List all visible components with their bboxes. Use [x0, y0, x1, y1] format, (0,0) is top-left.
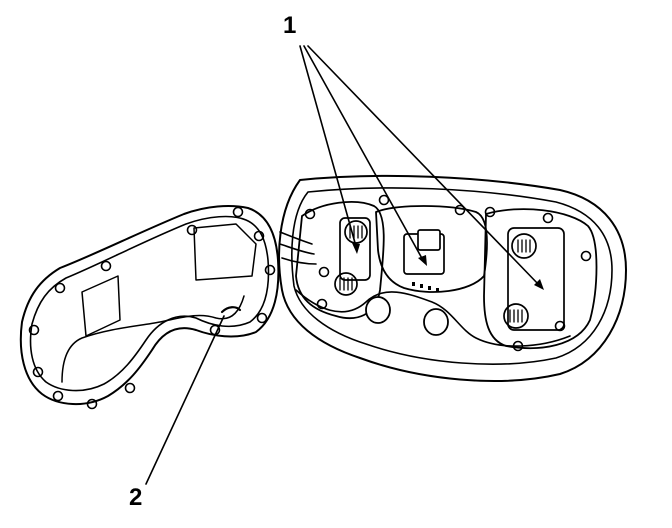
cover-panel [19, 205, 280, 410]
cover-outer-edge [19, 205, 280, 406]
leader-1b [303, 45, 425, 263]
housing-seal-line [295, 289, 571, 347]
leader-1c [307, 45, 541, 287]
bulb-ridges [339, 225, 531, 323]
contact-dots [412, 282, 439, 292]
housing-pegs [365, 296, 449, 336]
cover-label-patch-2 [81, 275, 121, 337]
housing-outer-edge [278, 174, 627, 382]
leader-lines [145, 45, 541, 485]
leader-arrows [352, 243, 544, 290]
left-lamp-compartment [295, 201, 385, 320]
leader-2 [145, 315, 225, 485]
wiring-harness [279, 231, 317, 265]
leader-1a [299, 45, 358, 251]
callout-label-2: 2 [129, 484, 143, 511]
housing-screw-holes [304, 194, 592, 352]
cover-screw-holes [28, 206, 276, 410]
lamp-housing [278, 174, 627, 382]
cover-inner-edge [29, 215, 270, 392]
cover-stiffener-rib [61, 295, 245, 383]
callout-label-1: 1 [283, 12, 297, 39]
housing-inner-edge [291, 187, 613, 365]
cover-label-patch [193, 223, 257, 281]
cover-latch-slot [220, 306, 242, 314]
right-lamp-compartment [483, 208, 598, 349]
